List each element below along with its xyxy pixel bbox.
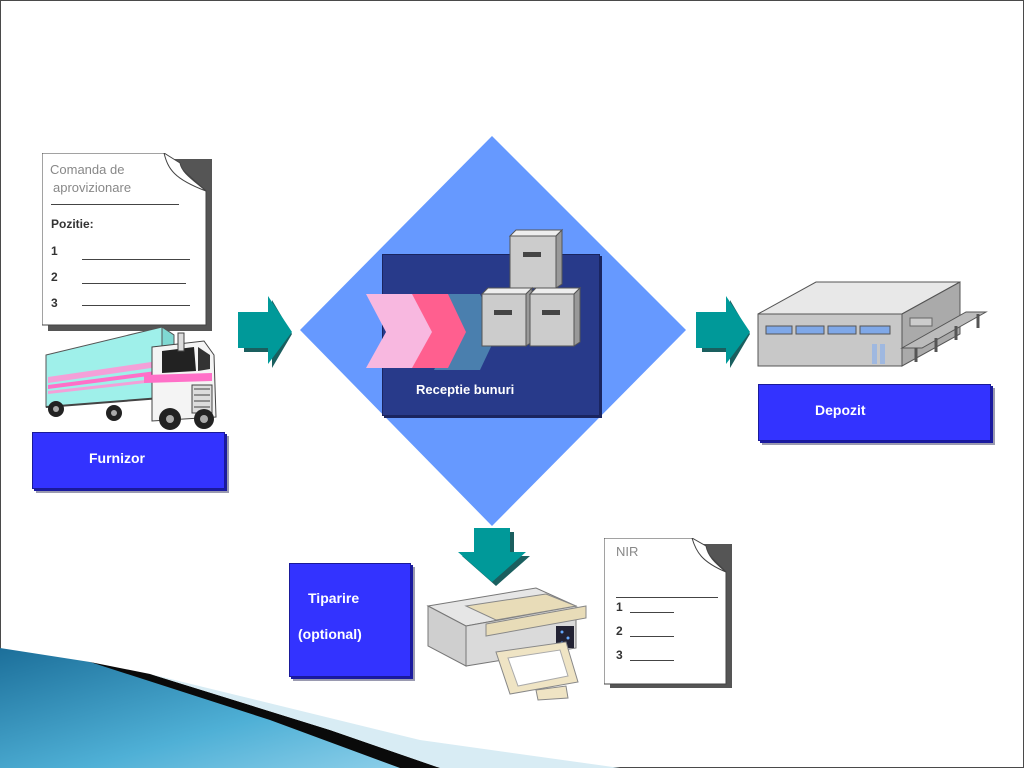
order-doc-row-line (82, 259, 190, 260)
receiving-goods-icon (366, 228, 582, 370)
printing-label-line1: Tiparire (308, 590, 360, 606)
nir-doc-row-number: 1 (616, 600, 623, 614)
nir-doc-row-line (630, 660, 674, 661)
order-doc-title-line2: aprovizionare (53, 180, 132, 195)
right-arrow-icon (696, 296, 750, 368)
nir-doc-underline (616, 597, 718, 598)
nir-doc-row-line (630, 612, 674, 613)
nir-doc-title: NIR (616, 544, 639, 559)
nir-document: NIR 1 2 3 (604, 538, 734, 690)
warehouse-icon (757, 281, 988, 367)
order-doc-positions-label: Pozitie: (51, 217, 94, 231)
order-doc-row-line (82, 283, 186, 284)
order-doc-row-number: 3 (51, 296, 58, 310)
printing-label-line2: (optional) (298, 626, 362, 642)
order-doc-title-line1: Comanda de (50, 162, 125, 177)
warehouse-label: Depozit (815, 402, 866, 418)
truck-icon (45, 326, 217, 430)
order-document: Comanda de aprovizionare Pozitie: 1 2 3 (42, 153, 214, 333)
down-arrow-icon (458, 528, 530, 586)
order-doc-row-number: 2 (51, 270, 58, 284)
supplier-box: Furnizor (32, 432, 225, 489)
printing-box: Tiparire (optional) (289, 563, 411, 677)
nir-doc-row-number: 2 (616, 624, 623, 638)
order-doc-row-line (82, 305, 190, 306)
order-doc-underline (51, 204, 179, 205)
document-page-icon (604, 538, 732, 688)
order-doc-row-number: 1 (51, 244, 58, 258)
nir-doc-row-number: 3 (616, 648, 623, 662)
warehouse-box: Depozit (758, 384, 991, 441)
document-page-icon (42, 153, 212, 331)
right-arrow-icon (238, 296, 292, 368)
supplier-label: Furnizor (89, 450, 145, 466)
reception-label: Receptie bunuri (416, 382, 515, 397)
printer-icon (426, 587, 587, 701)
nir-doc-row-line (630, 636, 674, 637)
corner-swoosh-decoration (0, 648, 620, 768)
